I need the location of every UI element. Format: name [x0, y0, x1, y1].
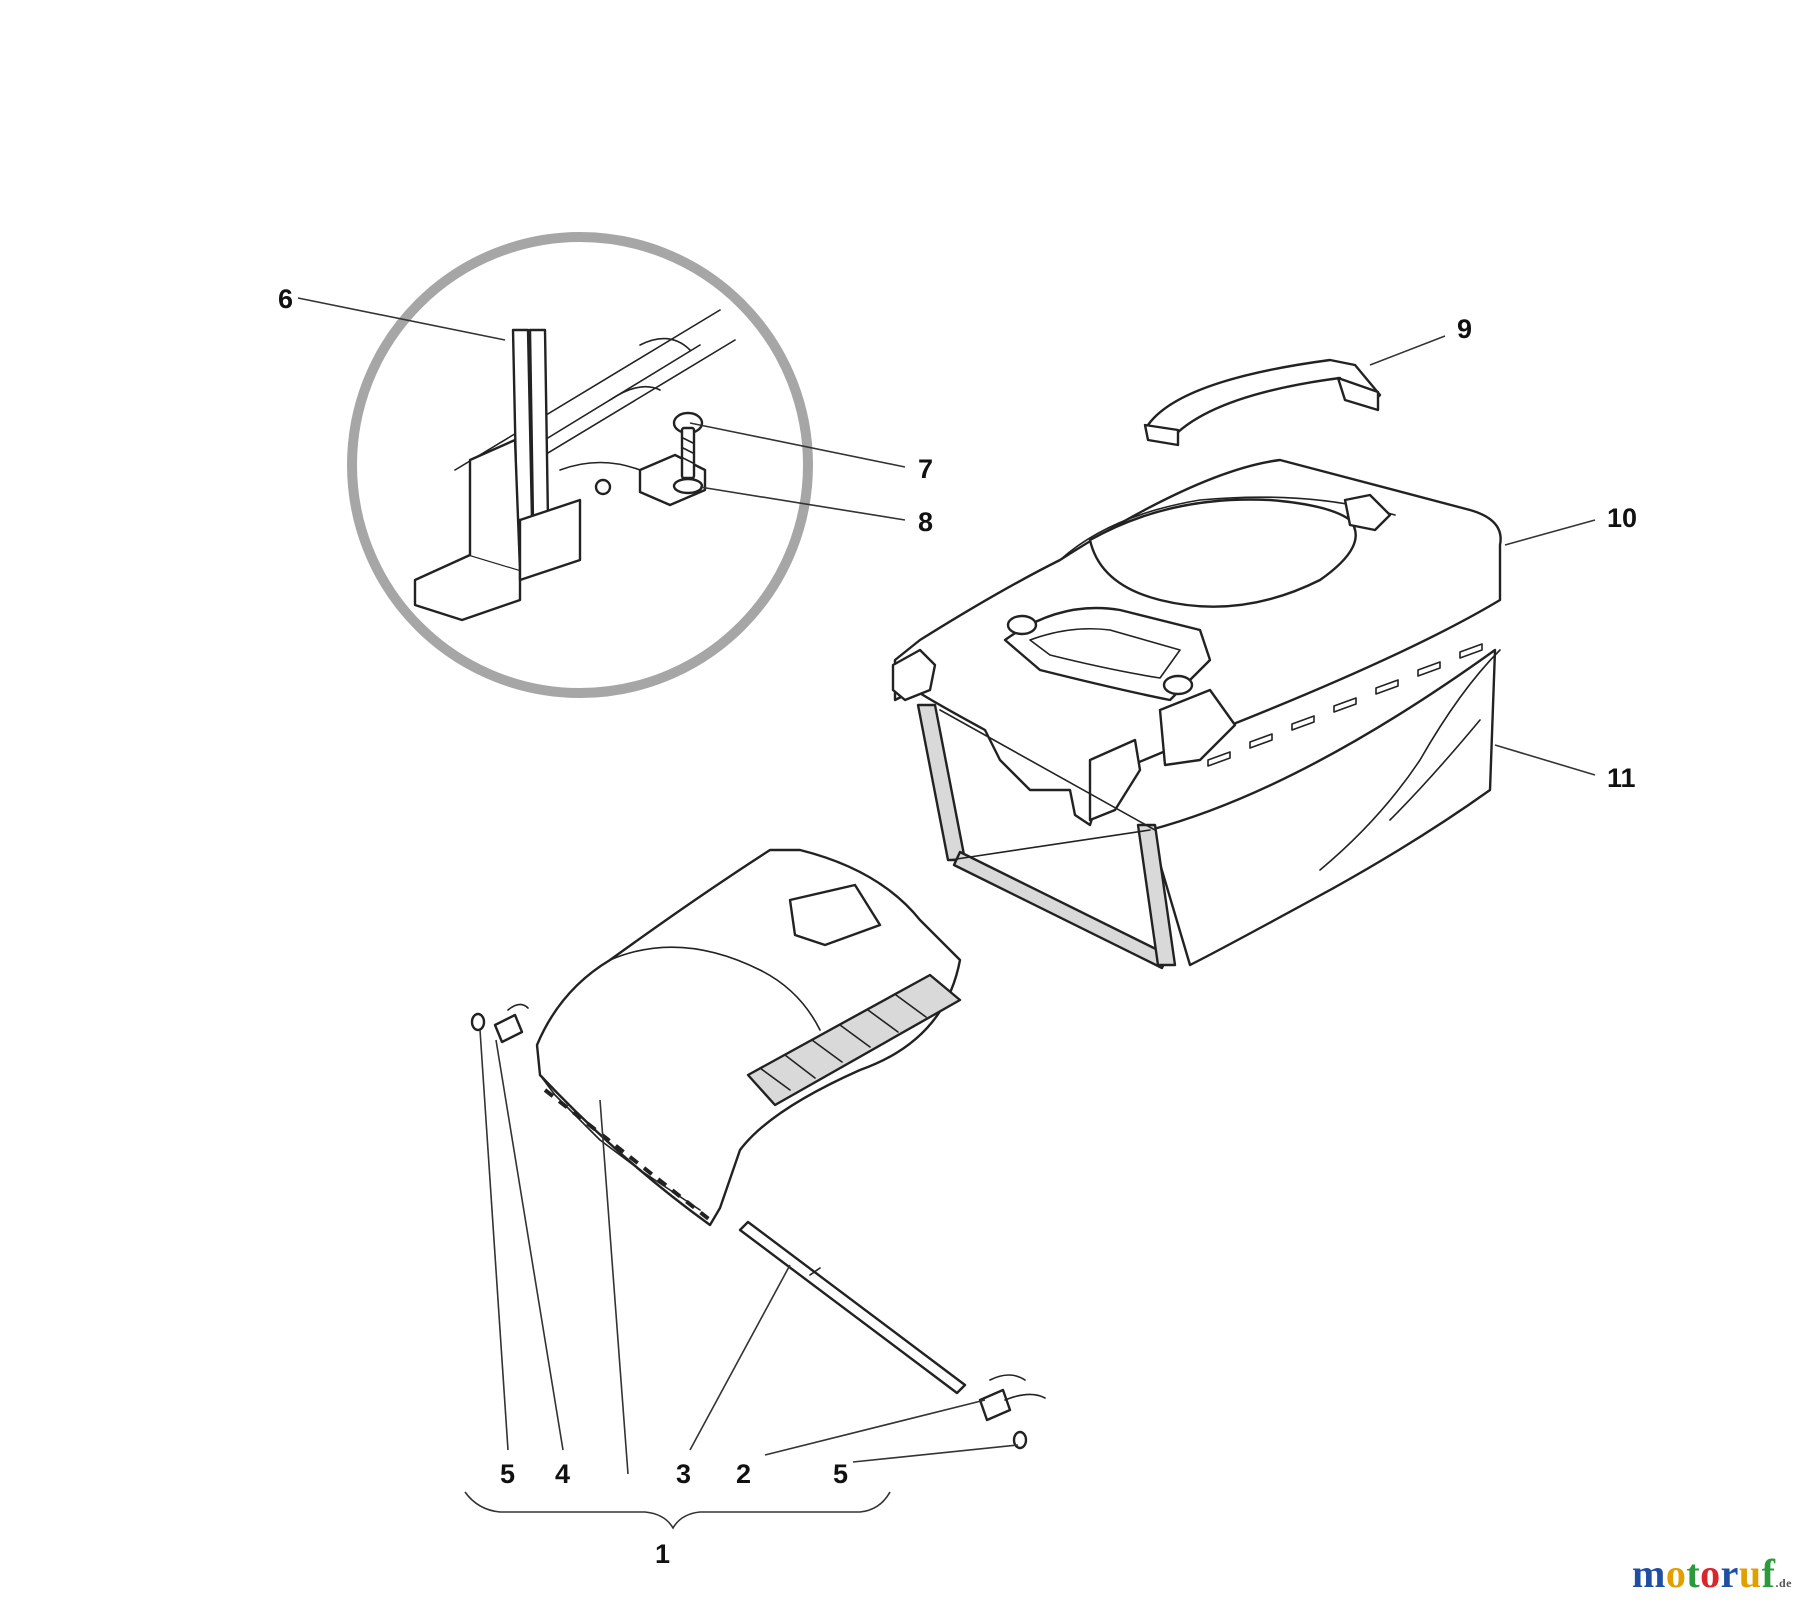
callout-7: 7	[918, 454, 933, 484]
watermark-letter: o	[1665, 1551, 1687, 1596]
callout-9: 9	[1457, 314, 1472, 344]
watermark-logo: motoruf.de	[1632, 1550, 1792, 1597]
callout-4: 4	[555, 1459, 570, 1489]
callout-11: 11	[1607, 763, 1636, 793]
rear-flap	[535, 848, 962, 1227]
watermark-letter: f	[1761, 1551, 1776, 1596]
clip-right	[1012, 1430, 1028, 1450]
callout-labels: 6 7 8 9 10 11 5 4 3 2 5 1	[278, 284, 1637, 1569]
hinge-rod	[738, 1220, 967, 1395]
callout-2: 2	[736, 1459, 751, 1489]
grass-bag	[916, 648, 1501, 970]
detail-circle	[347, 232, 813, 698]
spring-left	[493, 1003, 529, 1044]
grass-box-top	[891, 458, 1502, 827]
bag-frame	[916, 703, 1177, 970]
watermark-letter: m	[1632, 1551, 1666, 1596]
callout-8: 8	[918, 507, 933, 537]
vent-slots	[1207, 643, 1483, 767]
callout-10: 10	[1607, 503, 1637, 533]
leader-lines	[297, 297, 1596, 1475]
flap-label	[746, 973, 962, 1107]
washer	[672, 477, 704, 495]
watermark-letter: r	[1720, 1551, 1739, 1596]
carry-handle	[1143, 358, 1382, 447]
callout-3: 3	[676, 1459, 691, 1489]
watermark-letter: t	[1686, 1551, 1701, 1596]
spring-right	[978, 1374, 1046, 1422]
watermark-tld: .de	[1775, 1576, 1792, 1590]
callout-1: 1	[655, 1539, 670, 1569]
watermark-letter: o	[1700, 1551, 1721, 1596]
watermark-letter: u	[1738, 1551, 1762, 1596]
flap-body	[535, 848, 962, 1227]
clip-left	[470, 1012, 486, 1032]
group-brace	[464, 1491, 891, 1530]
callout-5-right: 5	[833, 1459, 848, 1489]
detail-view	[347, 232, 813, 698]
detail-bracket	[413, 309, 736, 622]
callout-6: 6	[278, 284, 293, 314]
callout-5-left: 5	[500, 1459, 515, 1489]
